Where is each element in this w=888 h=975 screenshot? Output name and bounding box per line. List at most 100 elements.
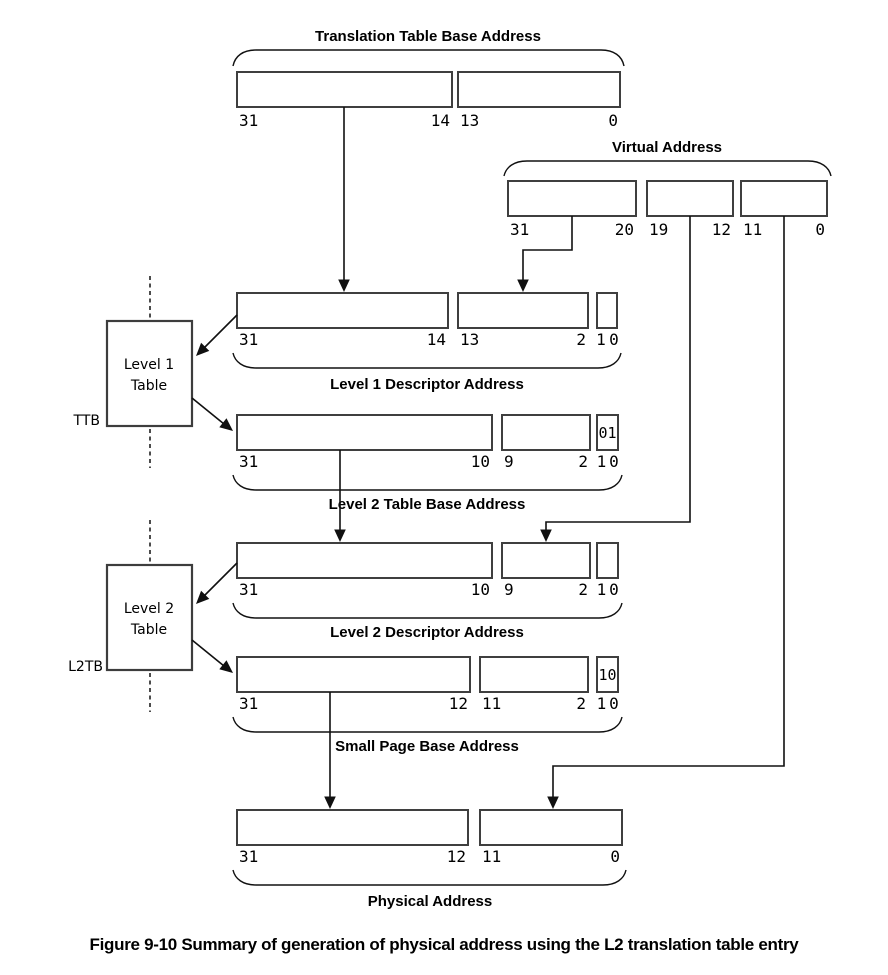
bit-label: 11 xyxy=(482,847,501,866)
bit-label: 11 xyxy=(482,694,501,713)
bit-label: 0 xyxy=(609,452,619,471)
bottom-brace xyxy=(232,869,627,886)
arrow-level2-table-to-spba-line xyxy=(191,639,225,667)
bit-label: 31 xyxy=(239,847,258,866)
bit-label: 10 xyxy=(471,452,490,471)
top-brace xyxy=(232,49,625,67)
field-box xyxy=(236,809,469,846)
bit-label: 0 xyxy=(815,220,825,239)
field-value: 10 xyxy=(598,666,616,684)
arrow-spba-to-pa-head xyxy=(324,796,336,809)
row-title: Translation Table Base Address xyxy=(315,28,541,45)
field-box xyxy=(740,180,828,217)
l2tb-pointer-label: L2TB xyxy=(68,659,103,675)
row-title: Level 2 Table Base Address xyxy=(329,496,526,513)
arrow-l2tba-to-l2da-head xyxy=(334,529,346,542)
bit-label: 0 xyxy=(609,694,619,713)
bit-label: 12 xyxy=(712,220,731,239)
arrow-l1da-to-level1-table-head xyxy=(196,342,210,356)
field-box xyxy=(236,292,449,329)
field-box xyxy=(479,656,589,693)
bit-label: 9 xyxy=(504,580,514,599)
bit-label: 0 xyxy=(608,111,618,130)
bit-label: 31 xyxy=(239,694,258,713)
row-title: Small Page Base Address xyxy=(335,738,519,755)
bit-label: 2 xyxy=(576,330,586,349)
row-virtual-address: Virtual Address 31 20 19 12 11 0 xyxy=(503,139,832,239)
bit-label: 14 xyxy=(427,330,446,349)
field-box xyxy=(236,414,493,451)
bit-label: 1 xyxy=(597,452,607,471)
figure-caption: Figure 9-10 Summary of generation of phy… xyxy=(90,935,800,954)
row-title: Virtual Address xyxy=(612,139,722,156)
bit-label: 2 xyxy=(578,580,588,599)
level2-table-box xyxy=(105,563,194,672)
bit-label: 1 xyxy=(596,330,606,349)
bottom-brace xyxy=(232,352,622,369)
bit-label: 31 xyxy=(239,111,258,130)
bit-label: 31 xyxy=(239,580,258,599)
field-box xyxy=(479,809,623,846)
field-box xyxy=(236,71,453,108)
bit-label: 11 xyxy=(743,220,762,239)
bottom-brace xyxy=(232,474,623,491)
field-box xyxy=(236,656,471,693)
row-small-page-base-address: 10 31 12 11 2 1 0 Small Page Base Addres… xyxy=(232,656,623,755)
arrow-va19-12-to-l2da-line xyxy=(545,216,691,530)
bottom-brace xyxy=(232,716,623,733)
row-physical-address: 31 12 11 0 Physical Address xyxy=(232,809,627,910)
bit-label: 13 xyxy=(460,111,479,130)
arrow-ttba-to-l1da-head xyxy=(338,279,350,292)
arrow-va31-20-to-l1da-head xyxy=(517,279,529,292)
bit-label: 10 xyxy=(471,580,490,599)
level2-table: Level 2 Table L2TB xyxy=(68,520,194,712)
bit-label: 31 xyxy=(239,452,258,471)
bit-label: 1 xyxy=(597,580,607,599)
field-value: 01 xyxy=(598,424,616,442)
ttb-pointer-label: TTB xyxy=(73,413,100,429)
field-box xyxy=(457,292,589,329)
bit-label: 0 xyxy=(609,580,619,599)
bit-label: 0 xyxy=(609,330,619,349)
field-box xyxy=(501,542,591,579)
arrow-va31-20-to-l1da-line xyxy=(522,216,573,280)
arrow-va11-0-to-pa-head xyxy=(547,796,559,809)
field-box xyxy=(596,542,619,579)
bit-label: 13 xyxy=(460,330,479,349)
row-title: Level 1 Descriptor Address xyxy=(330,376,524,393)
level1-table: Level 1 Table TTB xyxy=(73,276,194,468)
bottom-brace xyxy=(232,602,623,619)
row-level2-descriptor-address: 31 10 9 2 1 0 Level 2 Descriptor Address xyxy=(232,542,623,641)
field-box xyxy=(596,656,619,693)
bit-label: 9 xyxy=(504,452,514,471)
bit-label: 31 xyxy=(510,220,529,239)
top-brace xyxy=(503,160,832,177)
field-box xyxy=(596,292,618,329)
table-label: Level 1 xyxy=(124,357,174,373)
bit-label: 2 xyxy=(576,694,586,713)
bit-label: 20 xyxy=(615,220,634,239)
bit-label: 31 xyxy=(239,330,258,349)
field-box xyxy=(236,542,493,579)
arrow-l1da-to-level1-table-line xyxy=(201,314,238,351)
row-title: Physical Address xyxy=(368,893,493,910)
level1-table-box xyxy=(105,319,194,428)
field-box xyxy=(507,180,637,217)
table-label: Level 2 xyxy=(124,601,174,617)
field-box xyxy=(501,414,591,451)
row-title: Level 2 Descriptor Address xyxy=(330,624,524,641)
arrow-va11-0-to-pa-line xyxy=(552,216,785,797)
row-level2-table-base-address: 01 31 10 9 2 1 0 Level 2 Table Base Addr… xyxy=(232,414,623,513)
field-box xyxy=(646,180,734,217)
bit-label: 12 xyxy=(447,847,466,866)
bit-label: 19 xyxy=(649,220,668,239)
field-box xyxy=(596,414,619,451)
connectors xyxy=(191,107,785,809)
field-box xyxy=(457,71,621,108)
arrow-l2da-to-level2-table-head xyxy=(196,590,210,604)
table-label: Table xyxy=(130,622,167,638)
row-level1-descriptor-address: 31 14 13 2 1 0 Level 1 Descriptor Addres… xyxy=(232,292,622,393)
table-label: Table xyxy=(130,378,167,394)
arrow-level2-table-to-spba-head xyxy=(219,660,233,673)
